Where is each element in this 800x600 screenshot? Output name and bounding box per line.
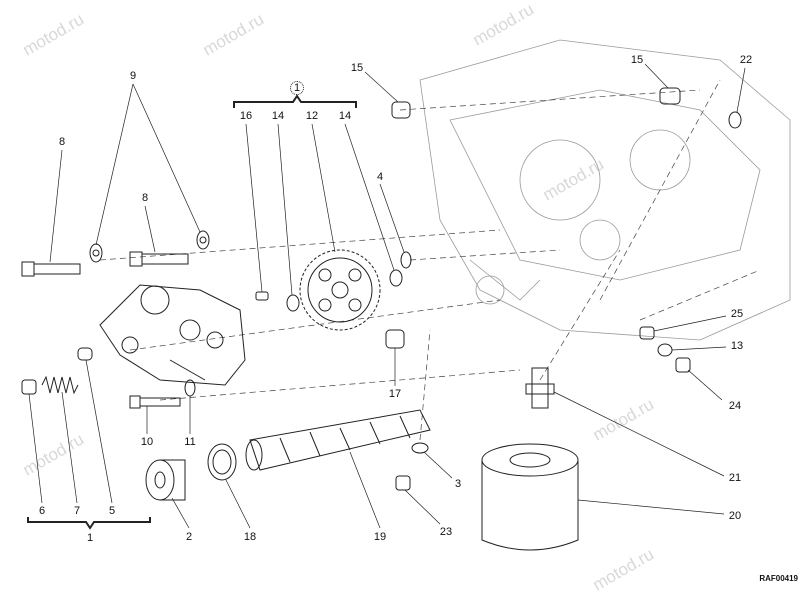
bolt-8-left: [21, 261, 81, 277]
callout-22: 22: [739, 54, 753, 66]
callout-6: 6: [38, 505, 46, 517]
o-ring-13: [657, 343, 673, 357]
callout-25: 25: [730, 308, 744, 320]
callout-11: 11: [184, 436, 196, 448]
seal-18: [207, 443, 237, 481]
callout-15: 15: [350, 62, 364, 74]
callout-24: 24: [728, 400, 742, 412]
dowel-25: [639, 326, 655, 340]
callout-9: 9: [129, 70, 137, 82]
callout-14: 14: [338, 110, 352, 122]
engine-case: [419, 39, 791, 341]
leader-lines: [28, 63, 746, 529]
bolt-10: [129, 395, 181, 409]
washer-9: [89, 230, 210, 263]
group-label-top: 1: [290, 81, 304, 95]
strainer-19: [245, 409, 431, 471]
o-ring-4: [400, 251, 412, 269]
callout-3: 3: [454, 478, 462, 490]
bolt-8-right: [129, 251, 189, 267]
o-ring-22: [728, 111, 742, 129]
drawing-code: RAF00419: [759, 574, 798, 583]
callout-15: 15: [630, 54, 644, 66]
plug-23: [395, 475, 411, 491]
callout-14: 14: [271, 110, 285, 122]
plug-24: [675, 357, 691, 373]
callout-19: 19: [373, 531, 387, 543]
callout-20: 20: [728, 510, 742, 522]
assembly-lines: [99, 79, 761, 441]
piston-5: [77, 347, 93, 361]
callout-12: 12: [305, 110, 319, 122]
group-bracket-bottom: [27, 517, 151, 530]
callout-10: 10: [140, 436, 154, 448]
spring-7: [41, 375, 79, 395]
callout-8: 8: [58, 136, 66, 148]
washer-3: [411, 442, 429, 454]
pin-16: [255, 291, 269, 301]
dowel-17: [385, 329, 405, 349]
callout-2: 2: [185, 531, 193, 543]
callout-23: 23: [439, 526, 453, 538]
filter-nipple-21: [525, 367, 555, 409]
oil-pump-body: [99, 284, 246, 386]
dowel-15: [391, 87, 681, 119]
callout-16: 16: [239, 110, 253, 122]
gear-12: [299, 249, 381, 331]
callout-5: 5: [108, 505, 116, 517]
callout-4: 4: [376, 171, 384, 183]
relief-valve-plug-6: [21, 379, 37, 395]
callout-7: 7: [73, 505, 81, 517]
callout-8: 8: [141, 192, 149, 204]
callout-17: 17: [388, 388, 402, 400]
bushing-14: [286, 269, 403, 312]
oil-filter-20: [481, 443, 579, 551]
group-bracket-top: [233, 94, 357, 108]
callout-1: 1: [86, 532, 94, 544]
callout-18: 18: [243, 531, 257, 543]
callout-21: 21: [728, 472, 742, 484]
bushing-2: [145, 459, 186, 501]
callout-13: 13: [730, 340, 744, 352]
